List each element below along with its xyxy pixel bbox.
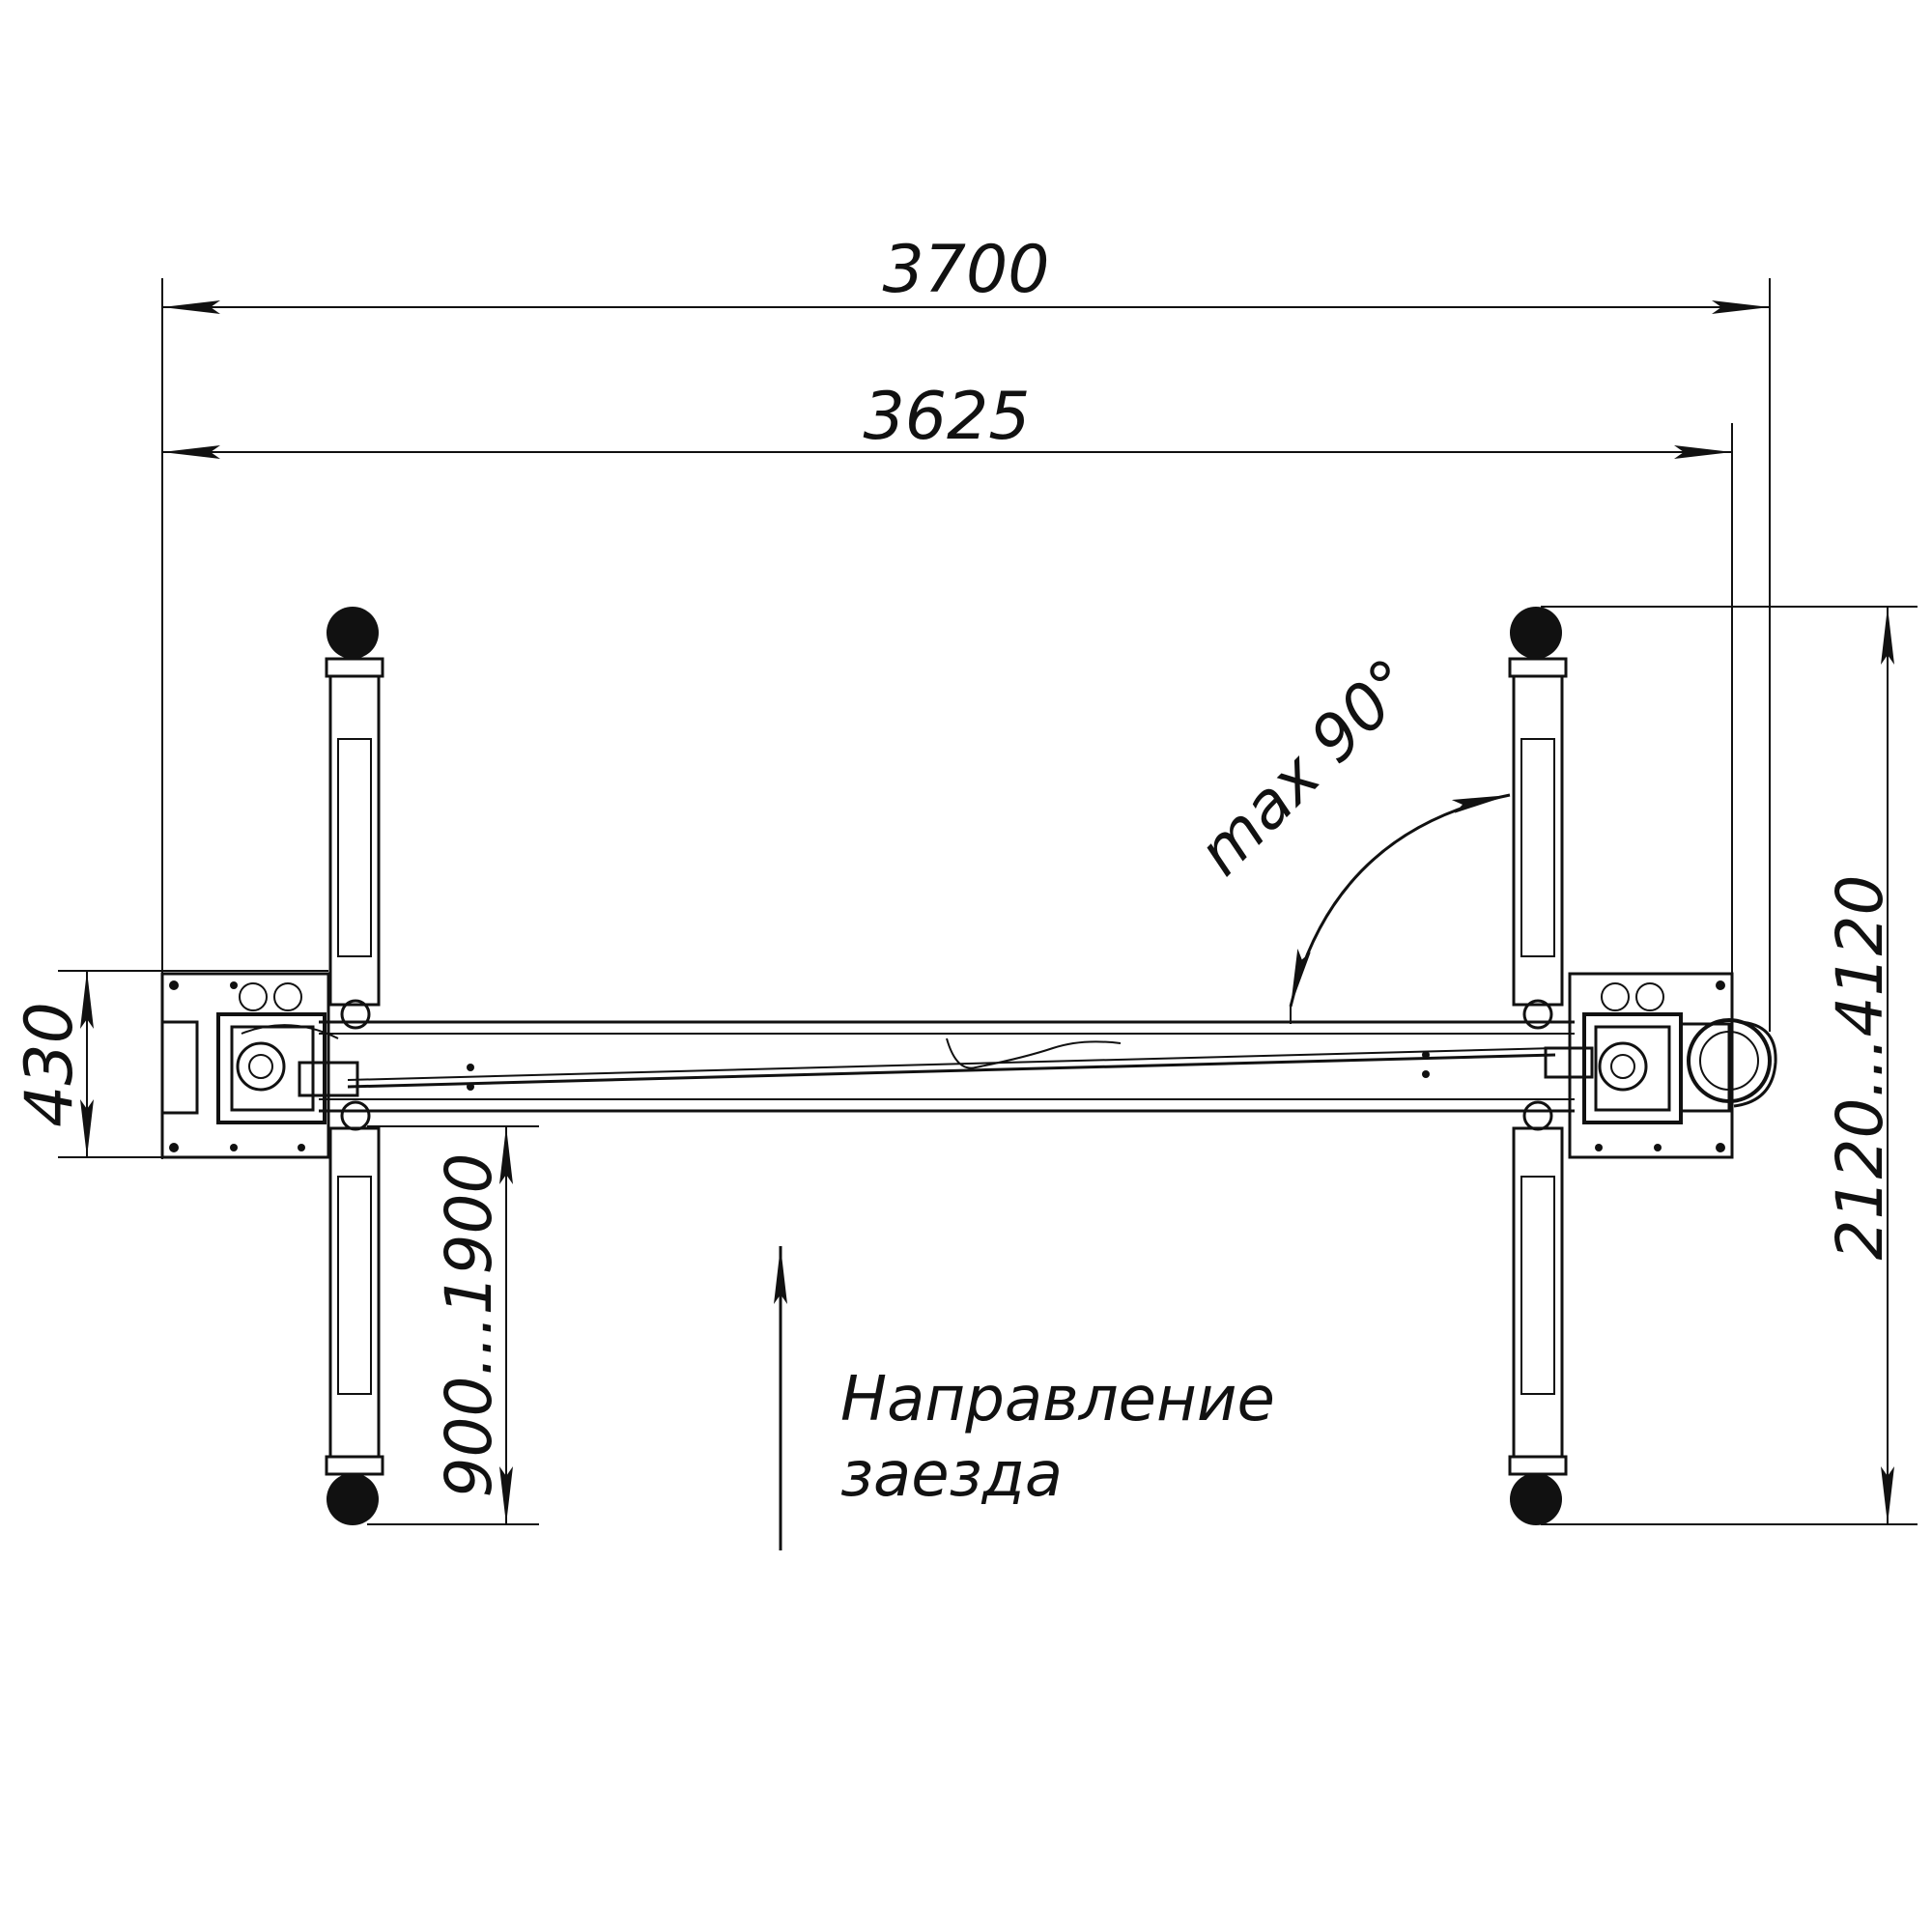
dimension-label-3625: 3625: [863, 379, 1030, 455]
dimension-label-430: 430: [12, 1002, 88, 1127]
dimension-arm-reach: 900...1900: [367, 1125, 539, 1525]
dimension-base-depth: 430: [12, 970, 328, 1158]
driving-direction-label-line2: заезда: [840, 1439, 1063, 1511]
dimension-label-900-1900: 900...1900: [432, 1153, 506, 1498]
dimension-label-2120-4120: 2120...4120: [1823, 875, 1897, 1261]
dimension-overall-length: 3700: [161, 232, 1771, 1159]
swing-angle-annotation: max 90°: [1183, 644, 1511, 1024]
left-base-plate: [160, 972, 330, 1159]
driving-direction-label-line1: Направление: [840, 1364, 1275, 1435]
left-front-arm: [325, 607, 384, 1030]
right-front-arm: [1508, 607, 1568, 1030]
left-rear-arm: [325, 1100, 384, 1525]
dimension-arm-span: 2120...4120: [1541, 606, 1918, 1525]
right-rear-arm: [1508, 1100, 1568, 1525]
hydraulic-motor: [1679, 1018, 1777, 1113]
angle-label: max 90°: [1183, 644, 1429, 890]
left-column-housing: [216, 982, 359, 1124]
right-base-plate: [1568, 972, 1734, 1159]
cross-beam: [319, 1020, 1575, 1113]
dimension-column-span: 3625: [162, 379, 1733, 976]
dimension-label-3700: 3700: [882, 232, 1049, 308]
right-column-housing: [1544, 982, 1683, 1124]
